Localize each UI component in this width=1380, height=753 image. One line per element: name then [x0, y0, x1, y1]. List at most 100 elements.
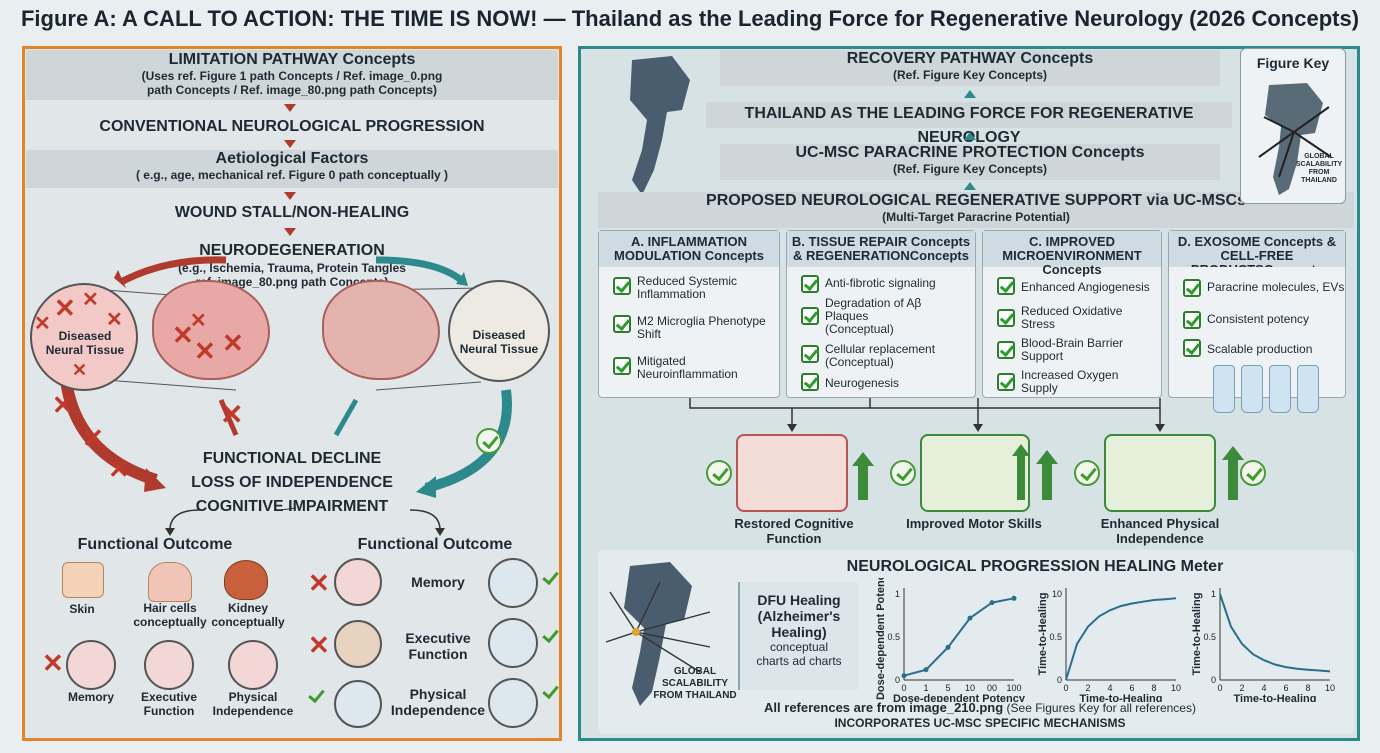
diseased-tissue-right-circle: Diseased Neural Tissue — [448, 280, 550, 382]
checkbox-icon — [801, 275, 819, 293]
check-icon — [538, 566, 564, 592]
brain-icon — [334, 620, 382, 668]
chart-x-tick-label: 10 — [965, 683, 975, 693]
limitation-sub-1: (Uses ref. Figure 1 path Concepts / Ref.… — [141, 69, 443, 83]
chart-x-tick-label: 0 — [1063, 683, 1068, 693]
neuro-sub-2: ref. image_80.png path Concepts) — [195, 275, 389, 289]
cognitive-impairment: COGNITIVE IMPAIRMENT — [195, 498, 389, 515]
checkbox-icon — [1183, 339, 1201, 357]
chart-x-tick-label: 10 — [1171, 683, 1181, 693]
ucmsc-band: UC-MSC PARACRINE PROTECTION Concepts (Re… — [720, 144, 1220, 180]
chart-x-label: Time-to-Healing — [1234, 693, 1317, 702]
up-arrow — [964, 90, 976, 98]
column-b-title: B. TISSUE REPAIR Concepts & REGENERATION… — [787, 231, 975, 267]
check-icon — [1240, 460, 1266, 486]
cross-icon: ✕ — [42, 648, 64, 678]
chart-y-tick-label: 1 — [1211, 589, 1216, 599]
proposed-title: PROPOSED NEUROLOGICAL REGENERATIVE SUPPO… — [706, 192, 1246, 209]
kidney-label: Kidney conceptually — [211, 601, 285, 629]
outcome-label-1: Restored Cognitive Function — [734, 516, 854, 546]
right-physical-label: Physical Independence — [390, 686, 486, 718]
split-arrows — [165, 509, 445, 536]
column-a-title: A. INFLAMMATION MODULATION Concepts — [599, 231, 779, 267]
chart-y-tick-label: 0 — [895, 675, 900, 685]
ucmsc-sub: (Ref. Figure Key Concepts) — [892, 162, 1048, 176]
thailand-map-icon — [1258, 83, 1332, 195]
chart-series-line — [1219, 593, 1331, 673]
left-bracket-right — [559, 46, 562, 741]
cross-icon: ✕ — [190, 310, 207, 332]
chart-y-label: Time-to-Healing — [1037, 593, 1049, 676]
checkbox-icon — [613, 357, 631, 375]
meter-section — [598, 550, 1354, 734]
cross-icon: ✕ — [82, 423, 104, 453]
aetiological-band: Aetiological Factors ( e.g., age, mechan… — [26, 150, 558, 188]
check-icon — [1074, 460, 1100, 486]
chart-x-tick-label: 4 — [1107, 683, 1112, 693]
references-line: All references are from image_210.png (S… — [720, 700, 1240, 715]
column-a-item: Mitigated Neuroinflammation — [637, 354, 738, 381]
chart-y-tick-label: 0 — [1057, 675, 1062, 685]
cross-icon: ✕ — [308, 568, 330, 598]
recovery-header: RECOVERY PATHWAY Concepts (Ref. Figure K… — [720, 50, 1220, 86]
dfu-box: DFU Healing (Alzheimer's Healing) concep… — [738, 582, 858, 690]
chart-y-tick-label: 0 — [1211, 675, 1216, 685]
vial-icon — [1241, 365, 1263, 413]
chart-point — [901, 673, 907, 679]
chart-x-tick-label: 0 — [901, 683, 906, 693]
skin-icon — [62, 562, 104, 598]
right-bracket — [578, 46, 581, 741]
improved-motor-brain — [920, 434, 1030, 512]
recovery-title: RECOVERY PATHWAY Concepts — [846, 50, 1094, 67]
column-d-item: Paracrine molecules, EVs — [1207, 280, 1345, 294]
brain-icon — [144, 640, 194, 690]
up-arrow — [964, 132, 976, 140]
meter-title: NEUROLOGICAL PROGRESSION HEALING Meter — [846, 558, 1224, 575]
up-arrow-green-icon — [1222, 446, 1244, 500]
figure-title: Figure A: A CALL TO ACTION: THE TIME IS … — [20, 6, 1360, 31]
skin-label: Skin — [69, 602, 95, 616]
cross-icon: ✕ — [52, 390, 74, 420]
checkbox-icon — [801, 373, 819, 391]
chart-y-tick-label: 1 — [895, 589, 900, 599]
check-icon — [304, 684, 330, 710]
down-arrow — [284, 104, 296, 112]
chart-y-tick-label: 10 — [1052, 589, 1062, 599]
checkbox-icon — [1183, 279, 1201, 297]
checkbox-icon — [801, 307, 819, 325]
figure-key-caption: GLOBAL SCALABILITY FROM THAILAND — [1295, 153, 1343, 184]
diseased-tissue-left-circle: ✕ ✕ ✕ ✕ ✕ Diseased Neural Tissue — [30, 283, 138, 391]
hair-cells-label: Hair cells conceptually — [133, 601, 207, 629]
check-icon — [476, 428, 502, 454]
thailand-map-icon — [630, 56, 690, 195]
column-d-title: D. EXOSOME Concepts & CELL-FREE PRODUCTS… — [1169, 231, 1345, 267]
chart-y-label: Dose-dependent Potency — [875, 578, 887, 700]
up-arrow-green-icon — [1012, 444, 1030, 500]
dfu-title-2: (Alzheimer's — [757, 608, 841, 624]
walking-person-icon — [334, 680, 382, 728]
diseased-brain-right — [322, 280, 440, 380]
outcome-label-3: Enhanced Physical Independence — [1100, 516, 1220, 546]
column-b: B. TISSUE REPAIR Concepts & REGENERATION… — [786, 230, 976, 398]
column-d: D. EXOSOME Concepts & CELL-FREE PRODUCTS… — [1168, 230, 1346, 413]
chart-series-line — [903, 597, 1015, 677]
check-icon — [890, 460, 916, 486]
cross-icon: ✕ — [54, 293, 76, 323]
chart-y-tick-label: 0.5 — [1049, 632, 1062, 642]
chart-x-tick-label: 100 — [1006, 683, 1021, 693]
cross-icon: ✕ — [72, 360, 88, 380]
column-a-item: M2 Microglia Phenotype Shift — [637, 314, 766, 341]
up-arrow-green-icon — [1036, 450, 1058, 500]
check-icon — [538, 680, 564, 706]
cross-icon: ✕ — [106, 309, 123, 331]
wound-stall: WOUND STALL/NON-HEALING — [174, 204, 410, 221]
column-b-item: Neurogenesis — [825, 376, 900, 390]
brain-icon — [66, 640, 116, 690]
checkbox-icon — [997, 277, 1015, 295]
meter-caption: GLOBAL SCALABILITY FROM THAILAND — [653, 666, 737, 701]
checkbox-icon — [997, 309, 1015, 327]
limitation-header: LIMITATION PATHWAY Concepts (Uses ref. F… — [26, 50, 558, 100]
vial-icon — [1297, 365, 1319, 413]
functional-outcome-left: Functional Outcome — [77, 536, 233, 553]
checkbox-icon — [1183, 311, 1201, 329]
